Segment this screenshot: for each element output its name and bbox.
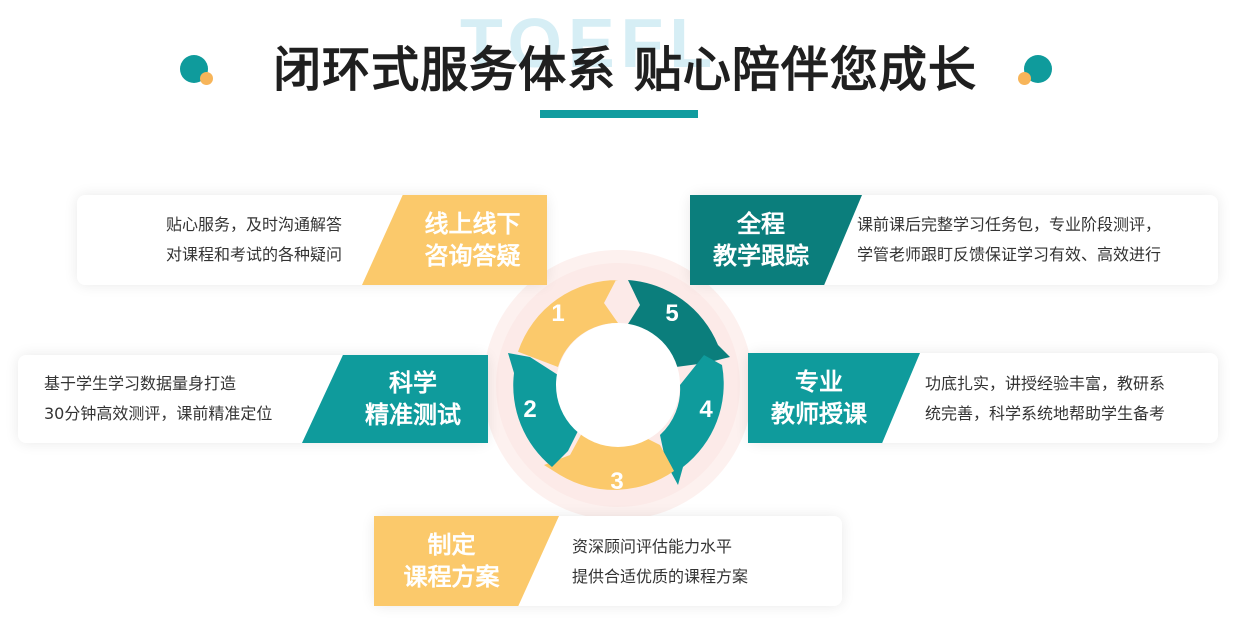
label-plan-line1: 制定 (427, 531, 476, 559)
ring-center (556, 323, 680, 447)
desc-testing: 基于学生学习数据量身打造 30分钟高效测评，课前精准定位 (44, 369, 272, 429)
ring-number-4: 4 (699, 396, 713, 423)
label-tracking-line2: 教学跟踪 (713, 242, 809, 270)
toefl-watermark: TOEFL (460, 4, 719, 82)
ring-number-5: 5 (665, 300, 678, 327)
page-title: 闭环式服务体系 贴心陪伴您成长 (273, 42, 977, 98)
desc-plan-line2: 提供合适优质的课程方案 (572, 567, 749, 586)
ring-number-2: 2 (523, 396, 536, 423)
label-consult-line2: 咨询答疑 (424, 242, 521, 270)
ring-number-3: 3 (610, 468, 623, 495)
desc-tracking: 课前课后完整学习任务包，专业阶段测评， 学管老师跟盯反馈保证学习有效、高效进行 (857, 210, 1161, 270)
ring-segment-4 (660, 355, 724, 485)
label-testing-line2: 精准测试 (365, 401, 461, 429)
ring-number-1: 1 (551, 300, 564, 327)
ring-segment-3 (544, 433, 674, 490)
title-underline (540, 110, 698, 118)
desc-tracking-line1: 课前课后完整学习任务包，专业阶段测评， (857, 215, 1162, 234)
desc-plan: 资深顾问评估能力水平 提供合适优质的课程方案 (572, 532, 748, 592)
label-plan-line2: 课程方案 (403, 563, 500, 591)
desc-consult-line1: 贴心服务，及时沟通解答 (165, 215, 342, 234)
desc-teaching-line2: 统完善，科学系统地帮助学生备考 (925, 404, 1166, 423)
ring-segment-2 (508, 353, 578, 467)
desc-consult-line2: 对课程和考试的各种疑问 (165, 245, 342, 264)
desc-testing-line2: 30分钟高效测评，课前精准定位 (44, 404, 273, 423)
label-consult-line1: 线上线下 (424, 210, 521, 238)
ring-segment-1 (518, 279, 620, 367)
desc-tracking-line2: 学管老师跟盯反馈保证学习有效、高效进行 (857, 245, 1162, 264)
right-orange-dot (1018, 72, 1031, 85)
label-testing-line1: 科学 (389, 369, 437, 397)
desc-consult: 贴心服务，及时沟通解答 对课程和考试的各种疑问 (166, 210, 342, 270)
left-orange-dot (200, 72, 213, 85)
desc-testing-line1: 基于学生学习数据量身打造 (44, 374, 237, 393)
label-teaching-line2: 教师授课 (771, 400, 867, 428)
label-tracking-line1: 全程 (737, 210, 785, 238)
desc-plan-line1: 资深顾问评估能力水平 (572, 537, 733, 556)
cycle-ring: 1 5 4 3 2 (483, 250, 753, 520)
desc-teaching: 功底扎实，讲授经验丰富，教研系 统完善，科学系统地帮助学生备考 (925, 369, 1165, 429)
label-teaching-line1: 专业 (795, 368, 843, 396)
desc-teaching-line1: 功底扎实，讲授经验丰富，教研系 (925, 374, 1166, 393)
ring-segment-5 (628, 280, 730, 367)
